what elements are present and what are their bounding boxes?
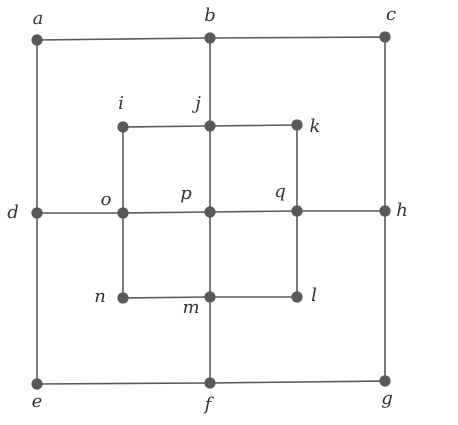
vertex-e <box>31 378 43 390</box>
vertex-label-a: a <box>33 8 44 29</box>
edge-a-b <box>36 37 211 41</box>
edge-f-g <box>209 380 386 384</box>
vertex-g <box>379 375 391 387</box>
edge-i-j <box>122 125 211 128</box>
vertex-f <box>204 377 216 389</box>
vertex-label-c: c <box>386 4 396 25</box>
vertex-h <box>379 205 391 217</box>
vertex-label-h: h <box>396 200 408 221</box>
edge-j-k <box>209 124 298 127</box>
vertex-i <box>117 121 129 133</box>
edges-layer <box>36 36 386 385</box>
edge-o-p <box>122 211 211 214</box>
vertex-label-b: b <box>204 5 216 26</box>
vertex-label-f: f <box>203 394 215 415</box>
vertex-b <box>204 32 216 44</box>
vertex-label-k: k <box>310 116 321 137</box>
vertex-p <box>204 206 216 218</box>
labels-layer: a b c d e f g h i j k l m n o p q <box>7 4 408 415</box>
vertex-label-j: j <box>191 93 201 114</box>
vertex-label-o: o <box>101 189 112 210</box>
vertex-label-n: n <box>94 286 106 307</box>
vertex-q <box>291 205 303 217</box>
vertex-label-q: q <box>274 181 286 202</box>
edge-b-c <box>209 36 386 39</box>
vertex-c <box>379 31 391 43</box>
vertex-label-m: m <box>182 297 199 318</box>
vertex-n <box>117 292 129 304</box>
vertex-label-d: d <box>7 202 19 223</box>
vertex-k <box>291 119 303 131</box>
vertex-label-l: l <box>311 285 317 306</box>
vertex-l <box>291 291 303 303</box>
vertex-label-g: g <box>381 388 393 409</box>
edge-m-n <box>122 296 211 299</box>
vertex-label-i: i <box>118 93 124 114</box>
vertex-a <box>31 34 43 46</box>
vertices-layer <box>31 31 391 390</box>
vertex-label-p: p <box>180 183 192 204</box>
vertex-m <box>204 291 216 303</box>
vertex-label-e: e <box>32 391 43 412</box>
vertex-j <box>204 120 216 132</box>
edge-p-q <box>209 210 298 213</box>
vertex-d <box>31 207 43 219</box>
edge-e-f <box>36 382 211 385</box>
vertex-o <box>117 207 129 219</box>
